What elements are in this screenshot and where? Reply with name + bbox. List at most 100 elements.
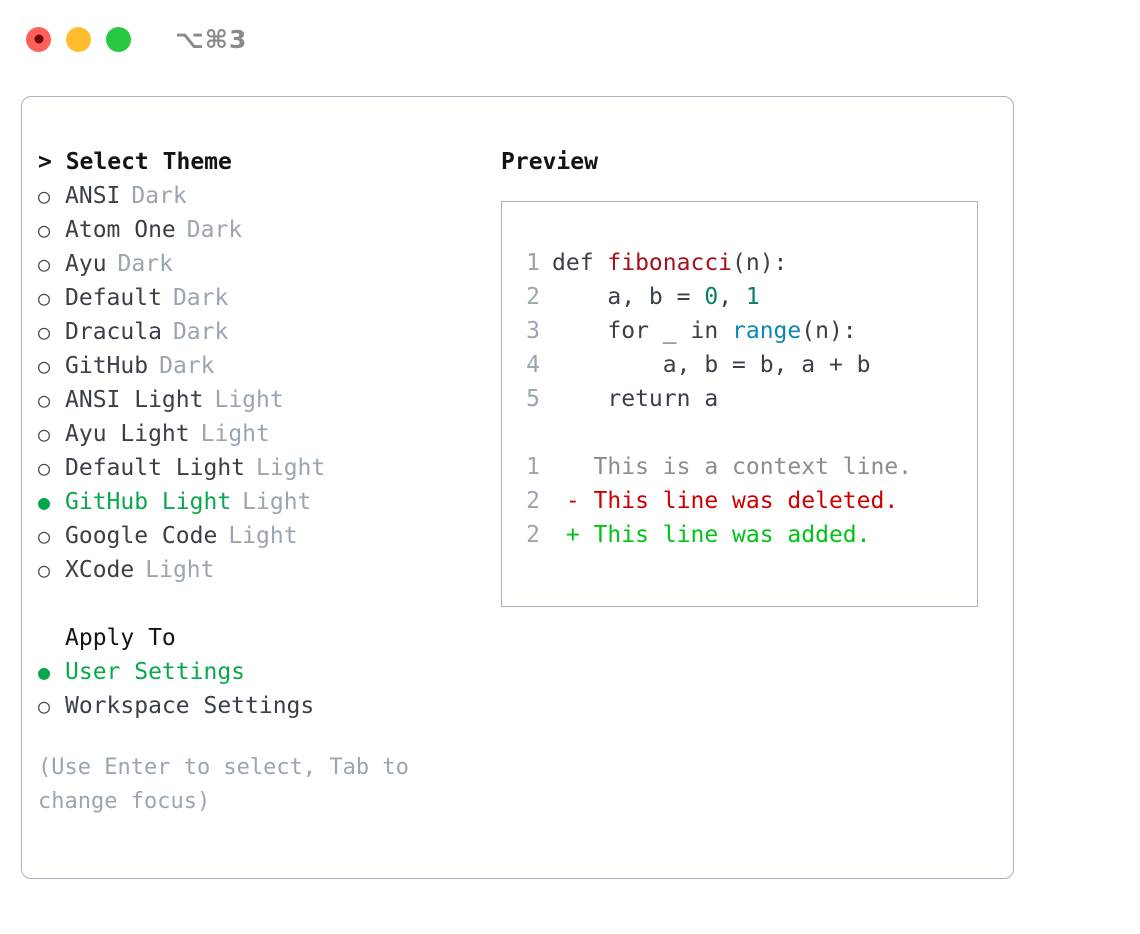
theme-option-variant: Dark — [172, 285, 229, 311]
radio-unselected-icon: ○ — [38, 422, 51, 446]
theme-option-variant: Light — [228, 523, 298, 549]
code-token-plain: (n): — [801, 318, 857, 344]
radio-unselected-icon: ○ — [38, 184, 51, 208]
radio-unselected-icon: ○ — [38, 218, 51, 242]
theme-option[interactable]: ○ GitHub Dark — [38, 349, 498, 383]
code-line: 5 return a — [502, 382, 977, 416]
radio-unselected-icon: ○ — [38, 694, 51, 718]
close-button[interactable] — [26, 26, 51, 52]
theme-option-variant: Light — [214, 387, 284, 413]
radio-selected-icon: ● — [38, 660, 51, 684]
diff-line-text: - This line was deleted. — [552, 488, 899, 514]
radio-unselected-icon: ○ — [38, 524, 51, 548]
select-theme-heading: > Select Theme — [38, 149, 232, 175]
code-token-number: 0 — [704, 284, 719, 310]
diff-line: 1 This is a context line. — [502, 450, 977, 484]
code-line-number: 2 — [526, 284, 540, 310]
theme-option-variant: Light — [256, 455, 326, 481]
theme-option-variant: Light — [145, 557, 215, 583]
theme-option-variant: Dark — [172, 319, 229, 345]
code-line-number: 5 — [526, 386, 540, 412]
code-line-number: 3 — [526, 318, 540, 344]
theme-option-variant: Dark — [186, 217, 243, 243]
code-token-plain: a, b = — [552, 284, 705, 310]
radio-unselected-icon: ○ — [38, 252, 51, 276]
theme-option-label: ANSI — [65, 183, 121, 209]
list-spacer — [38, 587, 498, 621]
theme-option-label: Google Code — [65, 523, 218, 549]
diff-line-number: 2 — [526, 488, 540, 514]
code-token-plain: for _ in — [552, 318, 733, 344]
radio-unselected-icon: ○ — [38, 354, 51, 378]
theme-option-variant: Dark — [131, 183, 187, 209]
theme-option-variant: Dark — [117, 251, 173, 277]
diff-line-text: + This line was added. — [552, 522, 871, 548]
maximize-button[interactable] — [106, 26, 131, 52]
title-bar: ⌥⌘3 — [0, 0, 1140, 78]
apply-to-option[interactable]: ● User Settings — [38, 655, 498, 689]
diff-sample: 1 This is a context line.2 - This line w… — [502, 450, 977, 552]
radio-unselected-icon: ○ — [38, 558, 51, 582]
diff-line: 2 + This line was added. — [502, 518, 977, 552]
theme-option[interactable]: ○ Ayu Light Light — [38, 417, 498, 451]
radio-unselected-icon: ○ — [38, 456, 51, 480]
code-diff-gap — [502, 416, 977, 450]
theme-option-label: Dracula — [65, 319, 162, 345]
code-line: 2 a, b = 0, 1 — [502, 280, 977, 314]
theme-option[interactable]: ○ XCode Light — [38, 553, 498, 587]
apply-to-heading: Apply To — [65, 625, 176, 651]
traffic-lights — [26, 26, 131, 52]
theme-option[interactable]: ○ Atom One Dark — [38, 213, 498, 247]
radio-unselected-icon: ○ — [38, 286, 51, 310]
code-line: 3 for _ in range(n): — [502, 314, 977, 348]
theme-option-label: GitHub Light — [65, 489, 232, 515]
theme-option-label: Atom One — [65, 217, 176, 243]
theme-option-label: Ayu Light — [65, 421, 190, 447]
apply-to-option-label: Workspace Settings — [65, 693, 315, 719]
theme-option-variant: Dark — [159, 353, 215, 379]
theme-option-variant: Light — [200, 421, 270, 447]
theme-option[interactable]: ○ Default Light Light — [38, 451, 498, 485]
code-token-number: 1 — [745, 284, 760, 310]
code-token-function: fibonacci — [607, 250, 733, 276]
theme-option[interactable]: ○ ANSI Dark — [38, 179, 498, 213]
code-token-builtin: range — [732, 318, 802, 344]
code-token-plain: , — [718, 284, 746, 310]
theme-option[interactable]: ○ ANSI Light Light — [38, 383, 498, 417]
theme-option-label: ANSI Light — [65, 387, 204, 413]
code-token-plain: a, b = b, a + b — [552, 352, 871, 378]
theme-option-label: Default Light — [65, 455, 246, 481]
apply-to-list[interactable]: ● User Settings ○ Workspace Settings — [38, 655, 498, 723]
theme-option[interactable]: ○ Google Code Light — [38, 519, 498, 553]
preview-heading: Preview — [501, 149, 598, 175]
minimize-button[interactable] — [66, 26, 91, 52]
code-line-number: 1 — [526, 250, 540, 276]
apply-to-option[interactable]: ○ Workspace Settings — [38, 689, 498, 723]
diff-line-number: 1 — [526, 454, 540, 480]
code-token-plain: return a — [552, 386, 719, 412]
radio-unselected-icon: ○ — [38, 388, 51, 412]
code-token-plain: (n): — [732, 250, 788, 276]
theme-option-label: Default — [65, 285, 162, 311]
diff-line: 2 - This line was deleted. — [502, 484, 977, 518]
window-shortcut-label: ⌥⌘3 — [175, 24, 248, 54]
theme-option-label: XCode — [65, 557, 135, 583]
theme-option-variant: Light — [242, 489, 312, 515]
apply-to-option-label: User Settings — [65, 659, 246, 685]
keyboard-hint-text: (Use Enter to select, Tab to change focu… — [38, 755, 423, 814]
theme-option-label: GitHub — [65, 353, 149, 379]
theme-option[interactable]: ○ Default Dark — [38, 281, 498, 315]
code-line-number: 4 — [526, 352, 540, 378]
